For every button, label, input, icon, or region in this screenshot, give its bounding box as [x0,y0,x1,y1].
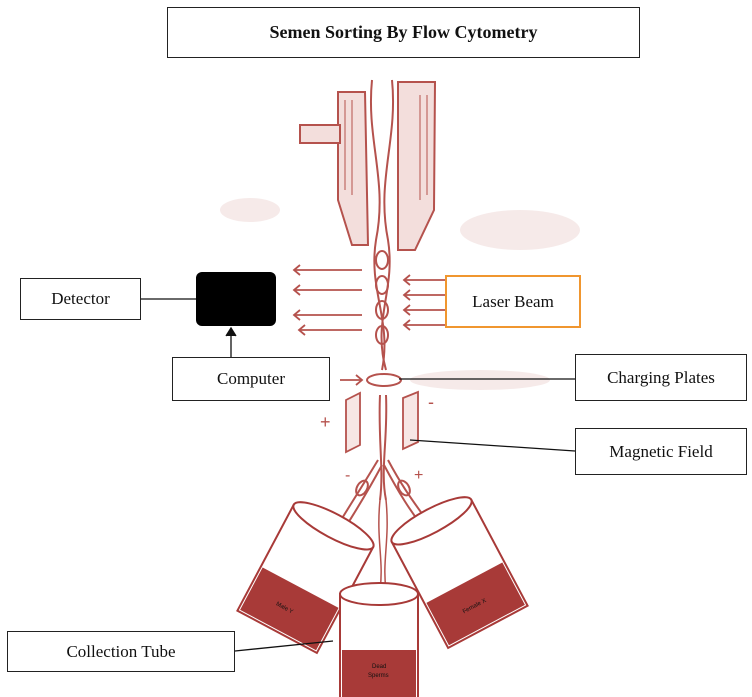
laser-beam-label-box: Laser Beam [445,275,581,328]
detector-label-box: Detector [20,278,141,320]
collection-tube-label: Collection Tube [66,642,175,662]
charging-plates-label: Charging Plates [607,368,715,388]
tube-bottom-label-line2: Sperms [368,673,389,679]
detector-label: Detector [51,289,110,309]
magnetic-field-label: Magnetic Field [609,442,712,462]
detector-block [196,272,276,326]
charging-plates-label-box: Charging Plates [575,354,747,401]
magnetic-field-label-box: Magnetic Field [575,428,747,475]
tube-bottom: Dead Sperms [340,583,418,697]
deflection-plates [346,392,418,452]
charging-ring [367,374,401,386]
nozzle [300,82,435,250]
collection-tube-label-box: Collection Tube [7,631,235,672]
computer-label: Computer [217,369,285,389]
plus-sign-left: + [320,412,331,432]
computer-label-box: Computer [172,357,330,401]
diagram-title-text: Semen Sorting By Flow Cytometry [270,22,538,43]
diagram-title: Semen Sorting By Flow Cytometry [167,7,640,58]
minus-sign-stream-left: - [345,467,350,484]
plus-sign-stream-right: + [414,467,423,484]
minus-sign-right: - [428,392,434,412]
laser-beam-label: Laser Beam [472,292,554,312]
tube-bottom-label-line1: Dead [372,664,386,670]
